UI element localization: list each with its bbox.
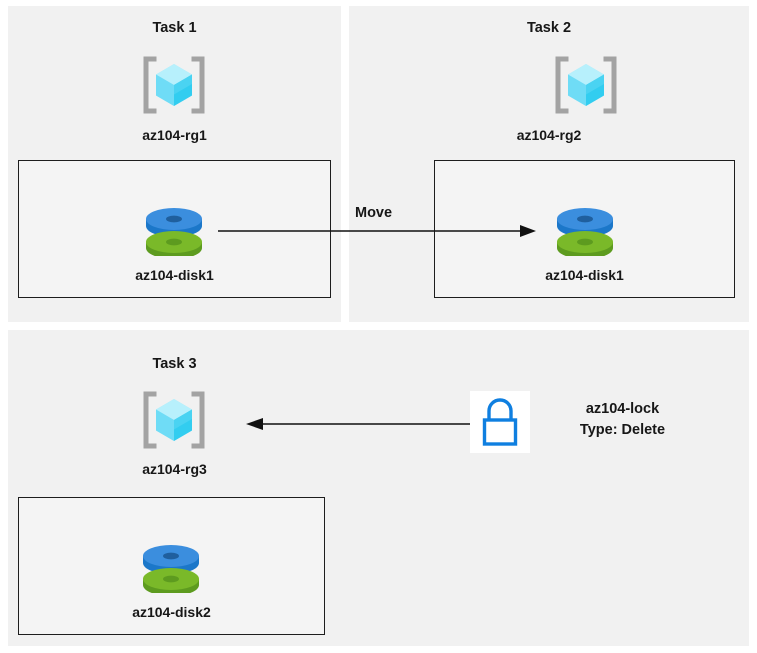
resource-group-icon xyxy=(141,390,207,450)
task-1-title: Task 1 xyxy=(152,20,197,36)
move-arrow xyxy=(218,225,536,237)
resource-label-1: az104-disk1 xyxy=(135,267,214,283)
task-3-title: Task 3 xyxy=(152,356,197,372)
lock-icon-tile xyxy=(470,391,530,453)
resource-group-icon xyxy=(553,55,619,115)
resource-group-label-3: az104-rg3 xyxy=(142,461,207,477)
move-connector-label: Move xyxy=(355,205,393,221)
lock-type-label: Type: Delete xyxy=(579,422,666,438)
resource-group-label-1: az104-rg1 xyxy=(142,127,207,143)
managed-disk-icon xyxy=(554,198,616,259)
lock-icon xyxy=(482,398,518,446)
managed-disk-icon xyxy=(140,535,202,596)
resource-group-label-2: az104-rg2 xyxy=(516,127,582,143)
resource-label-3: az104-disk2 xyxy=(132,604,211,620)
task-2-title: Task 2 xyxy=(526,20,572,36)
resource-group-icon xyxy=(141,55,207,115)
lock-arrow xyxy=(246,418,472,430)
managed-disk-icon xyxy=(143,198,205,259)
lock-name-label: az104-lock xyxy=(585,401,660,417)
resource-label-2: az104-disk1 xyxy=(545,267,624,283)
